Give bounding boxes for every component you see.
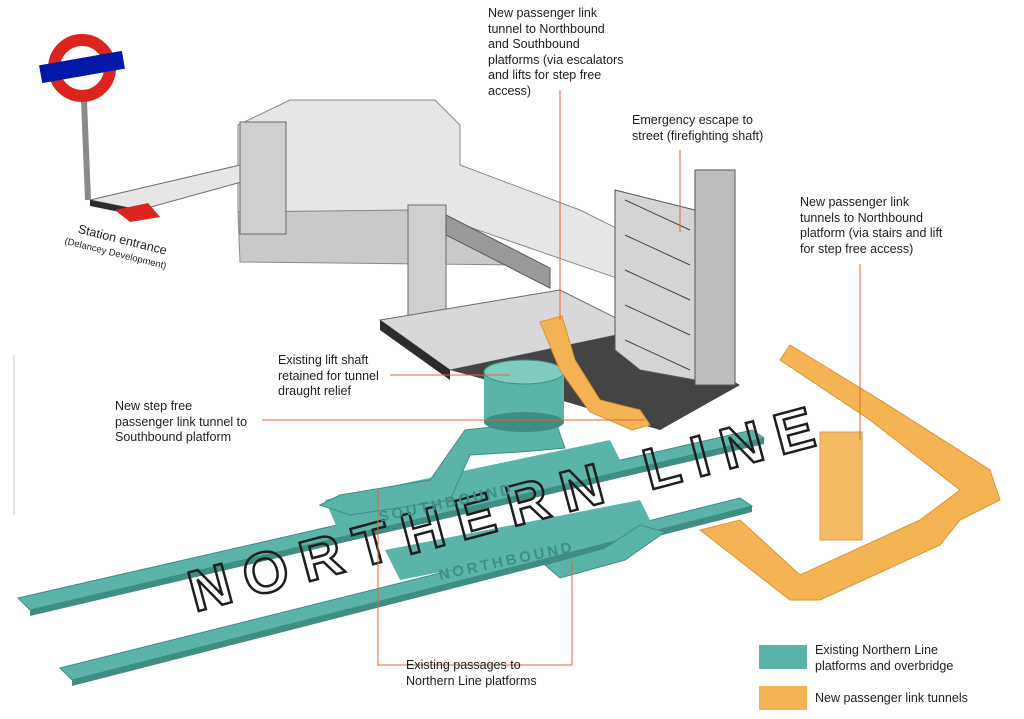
legend-label-existing: Existing Northern Line platforms and ove… [815,643,954,673]
legend-label-new: New passenger link tunnels [815,691,968,705]
lift-shaft-top [483,359,565,385]
lower-lift-shaft [407,204,447,326]
existing-platforms [17,419,766,686]
northbound-platform-band [385,500,655,580]
southbound-platform-edge [30,438,764,616]
roundel-bar [39,50,125,84]
new-link-tunnel-central [539,315,651,431]
existing-lift-shaft [483,359,565,432]
note-existing-lift-shaft: Existing lift shaft retained for tunnel … [278,353,379,398]
note-new-link-tunnels-nb: New passenger link tunnels to Northbound… [800,195,943,256]
legend-swatch-new [759,686,807,710]
note-new-link-tunnel: New passenger link tunnel to Northbound … [488,6,624,98]
legend-swatch-existing [759,645,807,669]
underground-roundel [39,34,125,201]
lower-concourse-base [380,320,450,380]
emergency-shaft [614,169,736,386]
note-emergency-escape: Emergency escape to street (firefighting… [632,113,764,143]
new-lift-shaft [819,431,863,541]
existing-cross-passage [543,524,667,579]
lift-shaft-bottom [484,412,564,432]
new-link-tunnels [539,315,1001,601]
entrance-red-mat [115,203,160,222]
stair-flights [624,199,691,371]
escalator-bank [445,214,551,289]
stair-landings [614,189,696,381]
note-existing-passages: Existing passages to Northern Line platf… [406,658,537,688]
note-new-step-free-tunnel: New step free passenger link tunnel to S… [115,399,248,444]
new-link-tunnel-east [698,344,1001,601]
roundel-post [81,99,91,201]
leader-existing-passages [377,490,573,666]
northbound-platform-edge [72,506,752,686]
leader-lines [262,90,861,666]
firefighting-shaft [694,169,736,386]
upper-lift-shaft [239,121,287,235]
existing-overbridge [318,419,566,516]
